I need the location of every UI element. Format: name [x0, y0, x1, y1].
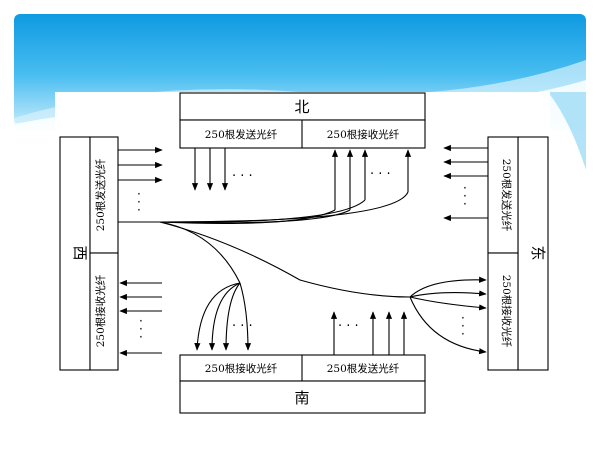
east-receive-arrows [409, 276, 487, 355]
ellipsis-marks: · · · · · · · · · · · · · · · · · · · · … [137, 167, 467, 344]
west-recv-label: 250根接收光纤 [94, 274, 107, 347]
north-block [179, 92, 426, 149]
west-send-dots: · [137, 187, 141, 201]
south-recv-label: 250根接收光纤 [205, 362, 278, 375]
south-send-arrows [330, 311, 408, 355]
west-send-arrows [118, 146, 163, 223]
south-send-dots: · · · [338, 319, 359, 334]
svg-text:·: · [463, 197, 467, 211]
east-send-dots: · [463, 181, 467, 195]
west-receive-arrows [119, 279, 162, 357]
svg-text:·: · [137, 195, 141, 209]
west-recv-dots: · [139, 314, 143, 328]
north-receive-arrows [331, 149, 412, 210]
south-block [179, 354, 426, 414]
east-recv-dots: · [461, 311, 465, 325]
svg-text:·: · [461, 319, 465, 333]
east-recv-label: 250根接收光纤 [500, 275, 513, 348]
west-label: 西 [71, 245, 89, 260]
svg-text:·: · [461, 327, 465, 341]
east-send-arrows [443, 144, 488, 222]
north-send-dots: · · · [232, 169, 253, 184]
north-label: 北 [294, 98, 309, 116]
south-recv-dots: · · · [232, 319, 253, 334]
south-send-label: 250根发送光纤 [327, 362, 400, 375]
east-label: 东 [529, 245, 547, 260]
labels: 北 南 西 东 250根发送光纤 250根接收光纤 250根接收光纤 250根发… [71, 98, 547, 407]
north-recv-dots: · · · [370, 167, 391, 182]
west-block [59, 136, 119, 371]
north-send-label: 250根发送光纤 [205, 128, 278, 141]
north-recv-label: 250根接收光纤 [327, 128, 400, 141]
south-receive-arrows [194, 282, 252, 351]
fiber-routes [159, 191, 411, 298]
east-send-label: 250根发送光纤 [500, 159, 513, 232]
west-send-label: 250根发送光纤 [94, 158, 107, 231]
fiber-diagram [59, 92, 549, 414]
svg-text:·: · [139, 330, 143, 344]
svg-text:·: · [137, 203, 141, 217]
north-send-arrows [191, 148, 229, 191]
east-block [487, 136, 549, 371]
svg-text:·: · [139, 322, 143, 336]
south-label: 南 [294, 389, 309, 407]
svg-text:·: · [463, 189, 467, 203]
